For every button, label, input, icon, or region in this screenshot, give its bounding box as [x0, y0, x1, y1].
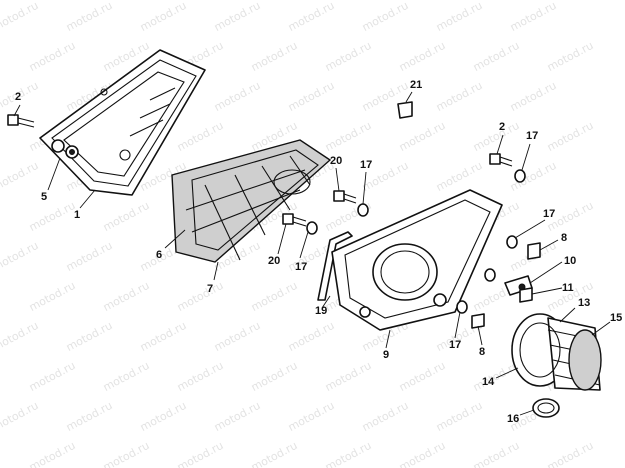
callout-17-bottom: 17: [449, 339, 462, 351]
callout-17-lower: 17: [295, 261, 308, 273]
callout-1: 1: [74, 209, 81, 221]
callout-15: 15: [610, 312, 623, 324]
screw-left: [7, 114, 35, 128]
callout-20-upper: 20: [330, 155, 343, 167]
callout-21: 21: [410, 79, 423, 91]
callout-10: 10: [564, 255, 577, 267]
callout-8-upper: 8: [561, 232, 568, 244]
clip-21: [397, 101, 413, 119]
callout-9: 9: [383, 349, 390, 361]
filter-element: [171, 139, 332, 263]
callout-17-upper: 17: [360, 159, 373, 171]
air-box-housing: [331, 189, 503, 331]
callout-20-lower: 20: [268, 255, 281, 267]
callout-19: 19: [315, 305, 328, 317]
callout-7: 7: [207, 283, 214, 295]
bolts-right: [456, 153, 526, 314]
grommets: [51, 139, 79, 159]
intake-duct: [511, 313, 602, 391]
brackets: [471, 242, 541, 329]
callout-2-left: 2: [15, 91, 22, 103]
callout-16: 16: [507, 413, 520, 425]
callout-6: 6: [156, 249, 163, 261]
air-box-cover: [39, 49, 206, 196]
bolts-mid: [282, 190, 369, 235]
leader-lines: [13, 91, 611, 416]
callout-14: 14: [482, 376, 495, 388]
callout-17-right: 17: [526, 130, 539, 142]
callout-11: 11: [562, 282, 574, 294]
callout-13: 13: [578, 297, 591, 309]
clamp-ring: [532, 398, 560, 418]
callout-17-bracket: 17: [543, 208, 556, 220]
callout-8-lower: 8: [479, 346, 486, 358]
callout-2-right: 2: [499, 121, 506, 133]
support-rod: [317, 231, 353, 301]
callout-5: 5: [41, 191, 48, 203]
